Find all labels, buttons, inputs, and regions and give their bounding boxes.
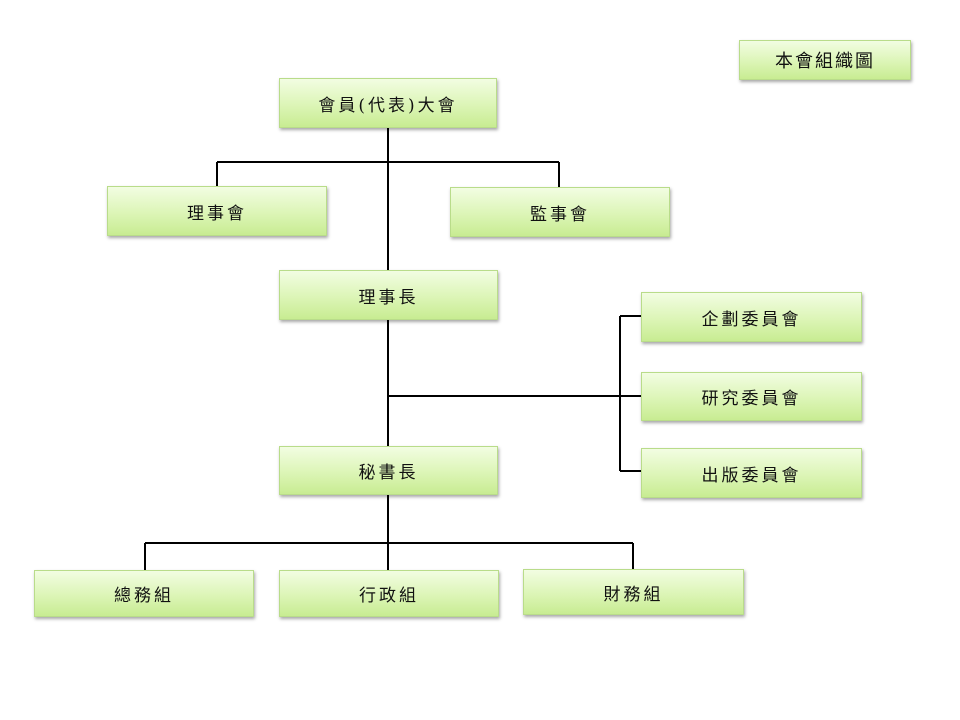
node-chairman[interactable]: 理事長 [279,270,498,320]
node-research-committee[interactable]: 研究委員會 [641,372,862,421]
node-general-affairs[interactable]: 總務組 [34,570,254,617]
chart-title: 本會組織圖 [739,40,911,80]
chart-title-text: 本會組織圖 [775,51,875,72]
node-general-assembly[interactable]: 會員(代表)大會 [279,78,497,128]
node-planning-committee-label: 企劃委員會 [701,309,802,330]
node-general-affairs-label: 總務組 [114,586,174,606]
node-general-assembly-label: 會員(代表)大會 [318,95,458,116]
node-research-committee-label: 研究委員會 [701,389,802,409]
node-board-of-directors[interactable]: 理事會 [107,186,327,236]
node-planning-committee[interactable]: 企劃委員會 [641,292,862,342]
node-chairman-label: 理事長 [358,287,419,308]
node-board-of-supervisors[interactable]: 監事會 [450,187,670,237]
node-administration-label: 行政組 [359,586,419,606]
node-secretary-general-label: 秘書長 [358,463,419,483]
node-board-of-directors-label: 理事會 [187,203,247,224]
node-finance-label: 財務組 [603,584,664,605]
node-publishing-committee-label: 出版委員會 [701,465,802,486]
node-finance[interactable]: 財務組 [523,569,744,615]
node-administration[interactable]: 行政組 [279,570,499,617]
node-board-of-supervisors-label: 監事會 [530,204,590,225]
node-publishing-committee[interactable]: 出版委員會 [641,448,862,498]
node-secretary-general[interactable]: 秘書長 [279,446,498,495]
